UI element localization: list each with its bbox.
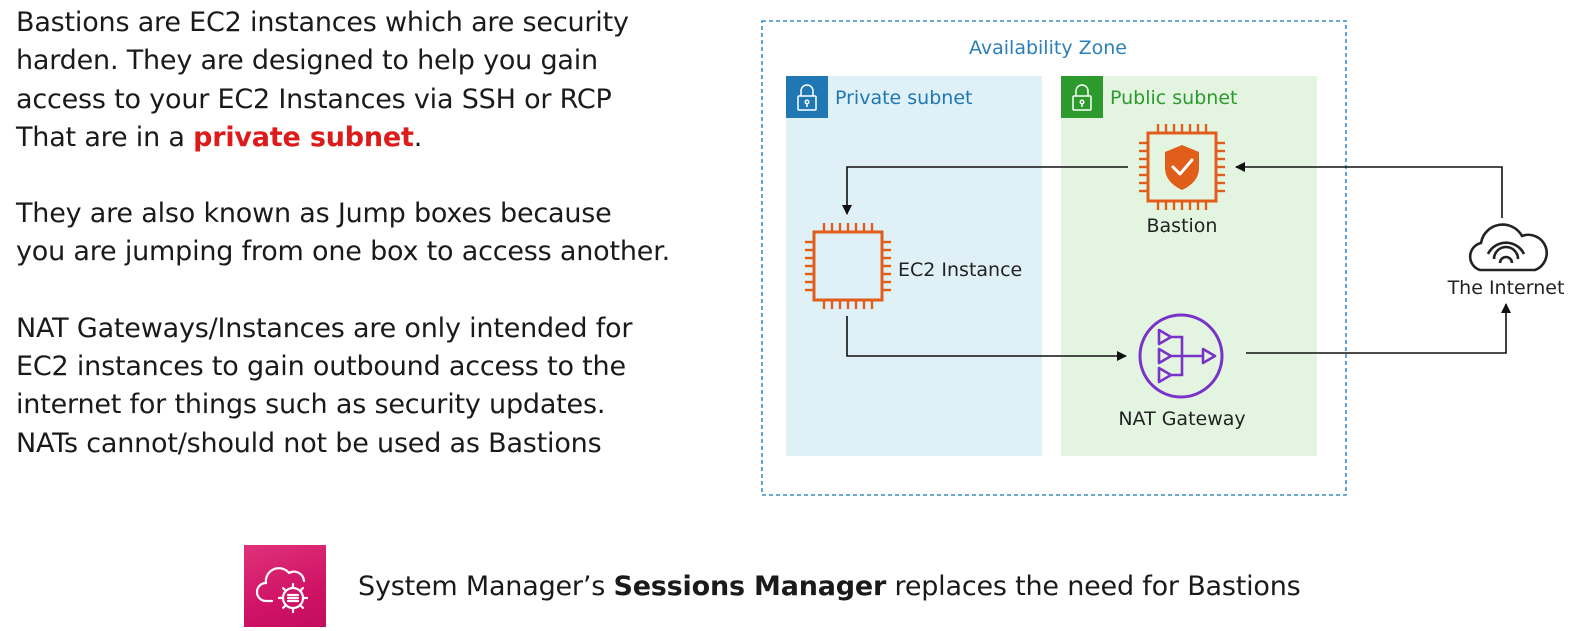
systems-manager-icon: [244, 545, 326, 627]
text-line: EC2 instances to gain outbound access to…: [16, 351, 626, 383]
footer-prefix: System Manager’s: [358, 571, 614, 602]
footer: System Manager’s Sessions Manager replac…: [244, 545, 1544, 627]
arrow-bastion-to-ec2: [842, 166, 1128, 215]
arrow-ec2-to-nat: [846, 316, 1127, 361]
nat-gateway-icon: [1138, 313, 1224, 399]
availability-zone-label: Availability Zone: [969, 37, 1127, 59]
sessions-manager-highlight: Sessions Manager: [613, 571, 887, 602]
public-subnet-box: [1061, 76, 1317, 456]
lock-icon: [797, 84, 817, 111]
internet-cloud-icon: [1468, 223, 1548, 272]
text-line: Bastions are EC2 instances which are sec…: [16, 7, 629, 38]
bastion-label: Bastion: [1147, 215, 1218, 237]
text-segment: That are in a: [16, 121, 194, 153]
text-line: They are also known as Jump boxes becaus…: [16, 198, 612, 230]
private-subnet-badge: [786, 76, 828, 118]
private-subnet-highlight: private subnet: [193, 121, 414, 153]
arrow-internet-to-bastion: [1235, 162, 1503, 218]
private-subnet-label: Private subnet: [835, 87, 972, 109]
footer-text: System Manager’s Sessions Manager replac…: [358, 571, 1301, 603]
text-line: harden. They are designed to help you ga…: [16, 45, 598, 77]
internet-label: The Internet: [1447, 277, 1565, 299]
public-subnet-label: Public subnet: [1110, 87, 1237, 109]
text-line: you are jumping from one box to access a…: [16, 236, 670, 268]
explanation-text: Bastions are EC2 instances which are sec…: [16, 4, 736, 501]
text-segment: .: [413, 121, 423, 153]
architecture-diagram: Availability Zone Private subnet Public …: [761, 20, 1565, 496]
paragraph-bastions: Bastions are EC2 instances which are sec…: [16, 4, 736, 157]
arrow-nat-to-internet: [1246, 303, 1511, 354]
footer-suffix: replaces the need for Bastions: [886, 571, 1301, 602]
public-subnet-badge: [1061, 76, 1103, 118]
text-line: internet for things such as security upd…: [16, 389, 606, 421]
ec2-instance-label: EC2 Instance: [898, 259, 1022, 281]
lock-icon: [1072, 84, 1092, 111]
private-subnet-box: [786, 76, 1042, 456]
chip-icon: [805, 223, 891, 309]
shield-chip-icon: [1139, 124, 1225, 210]
text-line: NATs cannot/should not be used as Bastio…: [16, 427, 602, 459]
text-line: access to your EC2 Instances via SSH or …: [16, 83, 612, 115]
availability-zone-box: [761, 20, 1347, 496]
nat-gateway-label: NAT Gateway: [1118, 408, 1245, 430]
paragraph-nat: NAT Gateways/Instances are only intended…: [16, 310, 736, 463]
paragraph-jump-boxes: They are also known as Jump boxes becaus…: [16, 195, 736, 272]
text-line: That are in a private subnet.: [16, 119, 736, 157]
text-line: NAT Gateways/Instances are only intended…: [16, 312, 633, 344]
